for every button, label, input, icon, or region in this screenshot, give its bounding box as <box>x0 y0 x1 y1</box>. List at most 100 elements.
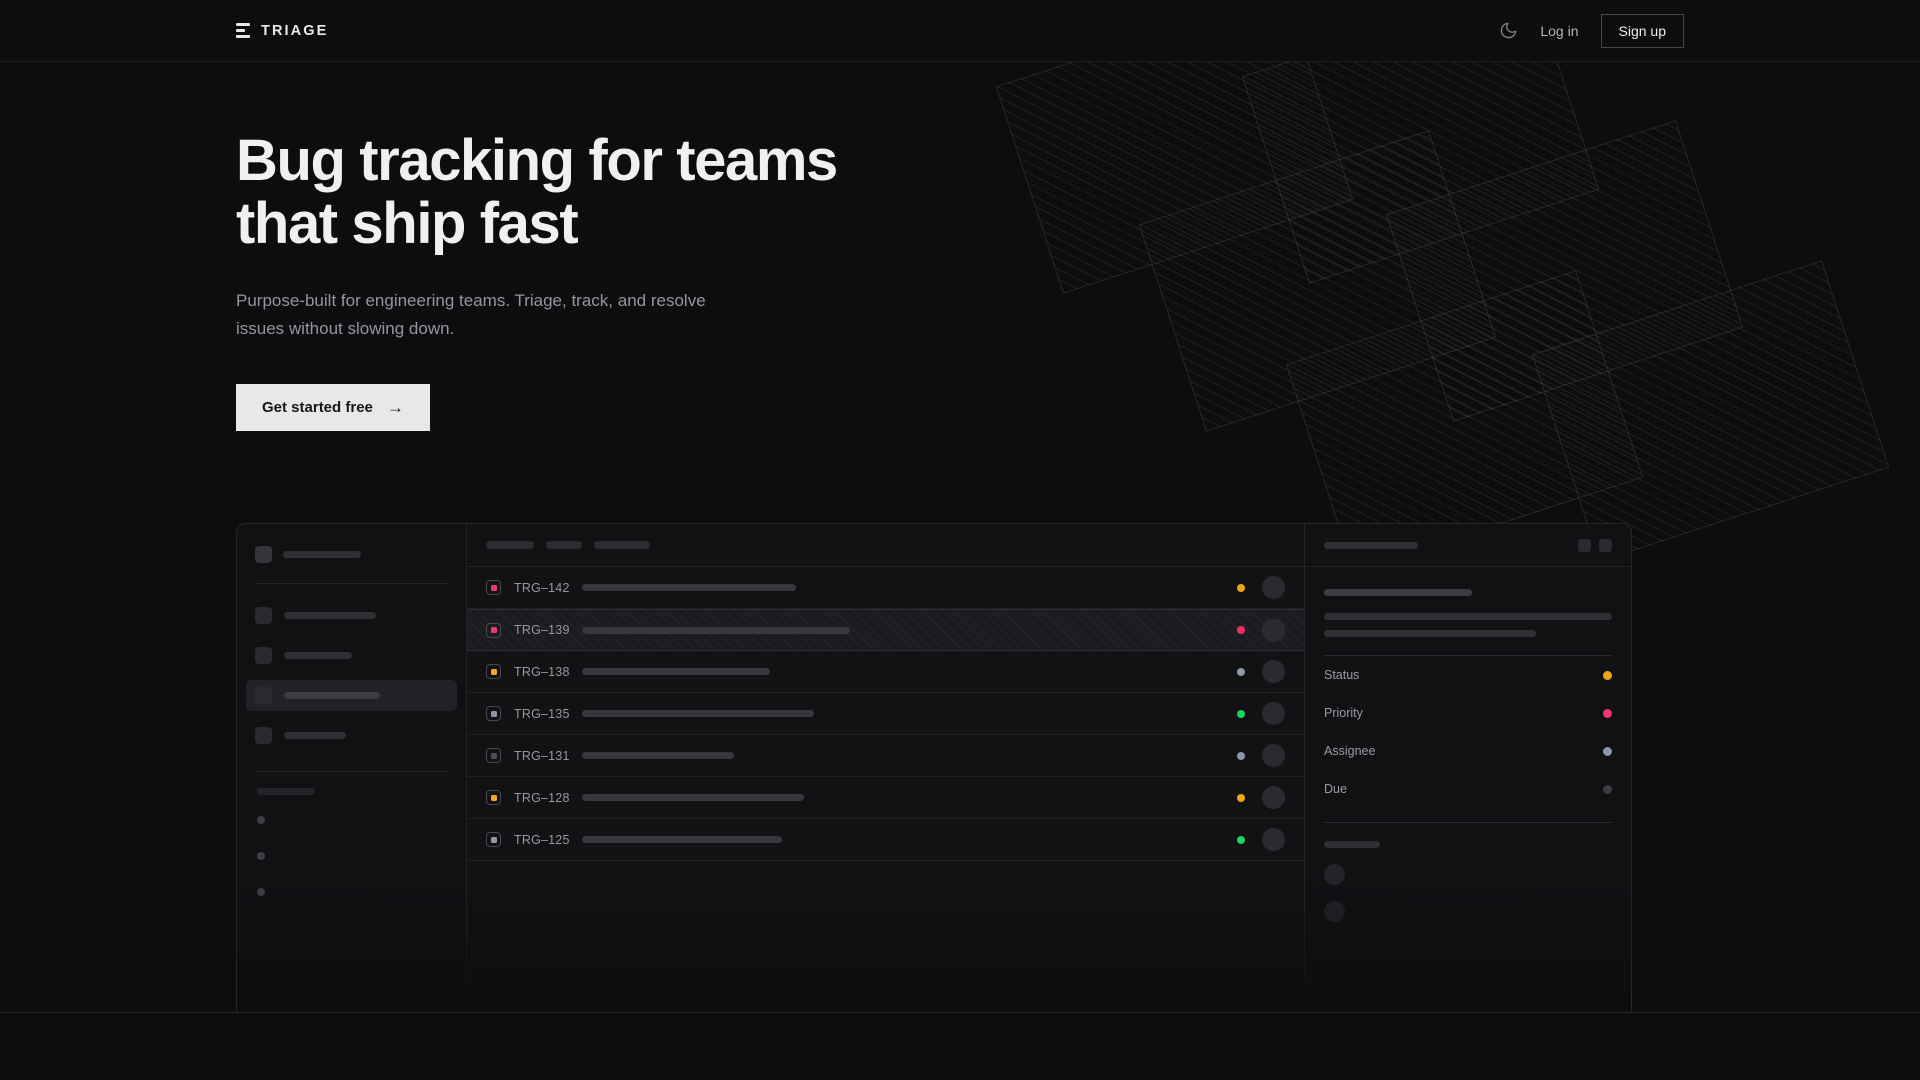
issue-title-placeholder <box>582 584 796 591</box>
detail-divider <box>1324 655 1612 656</box>
issue-id: TRG–138 <box>514 664 570 679</box>
issue-title-placeholder <box>582 626 850 634</box>
sidebar-item-1[interactable] <box>246 640 457 671</box>
property-label: Status <box>1324 668 1360 682</box>
sidebar-item-icon <box>255 687 272 704</box>
detail-action-button[interactable] <box>1578 538 1591 552</box>
toolbar-control-0[interactable] <box>486 541 534 549</box>
subhead-line-1: Purpose-built for engineering teams. Tri… <box>236 291 647 311</box>
issue-title-placeholder <box>582 836 782 843</box>
sidebar-sub-item-1[interactable] <box>255 849 448 863</box>
sidebar-sub-items <box>255 813 448 899</box>
cta-label: Get started free <box>262 399 373 417</box>
priority-icon[interactable] <box>486 664 501 679</box>
assignee-avatar[interactable] <box>1262 618 1285 642</box>
issue-title-placeholder <box>582 794 804 801</box>
brand-logo[interactable]: TRIAGE <box>236 23 328 39</box>
sidebar-sub-item-2[interactable] <box>255 885 448 899</box>
detail-more-button[interactable] <box>1599 538 1612 552</box>
assignee-avatar[interactable] <box>1262 660 1285 683</box>
sidebar-item-3[interactable] <box>246 720 457 751</box>
get-started-button[interactable]: Get started free → <box>236 384 430 432</box>
sidebar-item-icon <box>255 607 272 624</box>
sidebar-sub-item-0[interactable] <box>255 813 448 827</box>
detail-header <box>1305 524 1631 567</box>
comment-avatar[interactable] <box>1324 864 1345 885</box>
issue-id: TRG–128 <box>514 790 570 805</box>
header-actions: Log in Sign up <box>1499 13 1684 48</box>
property-row-due[interactable]: Due <box>1324 770 1612 808</box>
property-row-status[interactable]: Status <box>1324 656 1612 694</box>
property-value-dot-icon <box>1603 670 1612 680</box>
sidebar-divider <box>255 771 448 772</box>
toolbar-control-2[interactable] <box>594 541 650 549</box>
detail-desc-line <box>1324 630 1536 637</box>
assignee-avatar[interactable] <box>1262 744 1285 767</box>
activity-label-placeholder <box>1324 841 1380 848</box>
property-value-dot-icon <box>1603 708 1612 718</box>
sub-item-dot-icon <box>257 816 265 824</box>
priority-icon[interactable] <box>486 580 501 595</box>
issue-id: TRG–139 <box>514 623 570 637</box>
property-value-dot-icon <box>1603 746 1612 756</box>
issue-row[interactable]: TRG–125 <box>467 819 1304 861</box>
priority-icon[interactable] <box>486 790 501 805</box>
subhead-line-2: resolve issues without slowing down. <box>236 291 706 338</box>
sidebar-item-icon <box>255 647 272 664</box>
status-dot-icon[interactable] <box>1237 793 1245 802</box>
detail-desc-line <box>1324 613 1612 620</box>
headline-line-2: that ship fast <box>236 190 579 256</box>
issue-row[interactable]: TRG–135 <box>467 693 1304 735</box>
issue-title-placeholder <box>582 668 770 675</box>
sidebar-nav <box>246 600 457 751</box>
status-dot-icon[interactable] <box>1237 626 1245 634</box>
stacked-bars-icon <box>236 23 250 38</box>
workspace-avatar <box>255 546 272 563</box>
status-dot-icon[interactable] <box>1237 835 1245 844</box>
arrow-right-icon: → <box>386 398 404 418</box>
priority-icon[interactable] <box>486 748 501 763</box>
sidebar-item-label <box>284 692 380 699</box>
status-dot-icon[interactable] <box>1237 667 1245 676</box>
workspace-label-placeholder <box>283 551 361 558</box>
assignee-avatar[interactable] <box>1262 828 1285 851</box>
issue-title-placeholder <box>582 710 814 717</box>
assignee-avatar[interactable] <box>1262 576 1285 599</box>
toolbar-control-1[interactable] <box>546 541 582 549</box>
issue-id: TRG–142 <box>514 580 570 595</box>
sub-item-dot-icon <box>257 852 265 860</box>
sidebar-item-2[interactable] <box>246 680 457 711</box>
status-dot-icon[interactable] <box>1237 583 1245 592</box>
assignee-avatar[interactable] <box>1262 702 1285 725</box>
issue-row[interactable]: TRG–138 <box>467 651 1304 693</box>
issue-row[interactable]: TRG–131 <box>467 735 1304 777</box>
property-row-priority[interactable]: Priority <box>1324 694 1612 732</box>
sidebar-item-label <box>284 732 346 739</box>
issue-row[interactable]: TRG–128 <box>467 777 1304 819</box>
issue-id: TRG–131 <box>514 748 570 763</box>
status-dot-icon[interactable] <box>1237 709 1245 718</box>
moon-icon[interactable] <box>1499 21 1518 40</box>
issue-row[interactable]: TRG–142 <box>467 567 1304 609</box>
sidebar-item-0[interactable] <box>246 600 457 631</box>
property-label: Assignee <box>1324 744 1376 758</box>
sidebar-item-label <box>284 652 352 659</box>
issue-title-placeholder <box>582 752 734 759</box>
priority-icon[interactable] <box>486 706 501 721</box>
signup-button[interactable]: Sign up <box>1600 13 1684 48</box>
priority-icon[interactable] <box>486 622 501 638</box>
priority-icon[interactable] <box>486 832 501 847</box>
status-dot-icon[interactable] <box>1237 751 1245 760</box>
workspace-switcher[interactable] <box>255 546 448 563</box>
login-link[interactable]: Log in <box>1540 22 1579 39</box>
issue-row[interactable]: TRG–139 <box>467 609 1304 651</box>
comment-avatar[interactable] <box>1324 901 1345 922</box>
issue-id: TRG–125 <box>514 832 570 847</box>
property-row-assignee[interactable]: Assignee <box>1324 732 1612 770</box>
assignee-avatar[interactable] <box>1262 786 1285 809</box>
list-toolbar <box>467 524 1304 567</box>
